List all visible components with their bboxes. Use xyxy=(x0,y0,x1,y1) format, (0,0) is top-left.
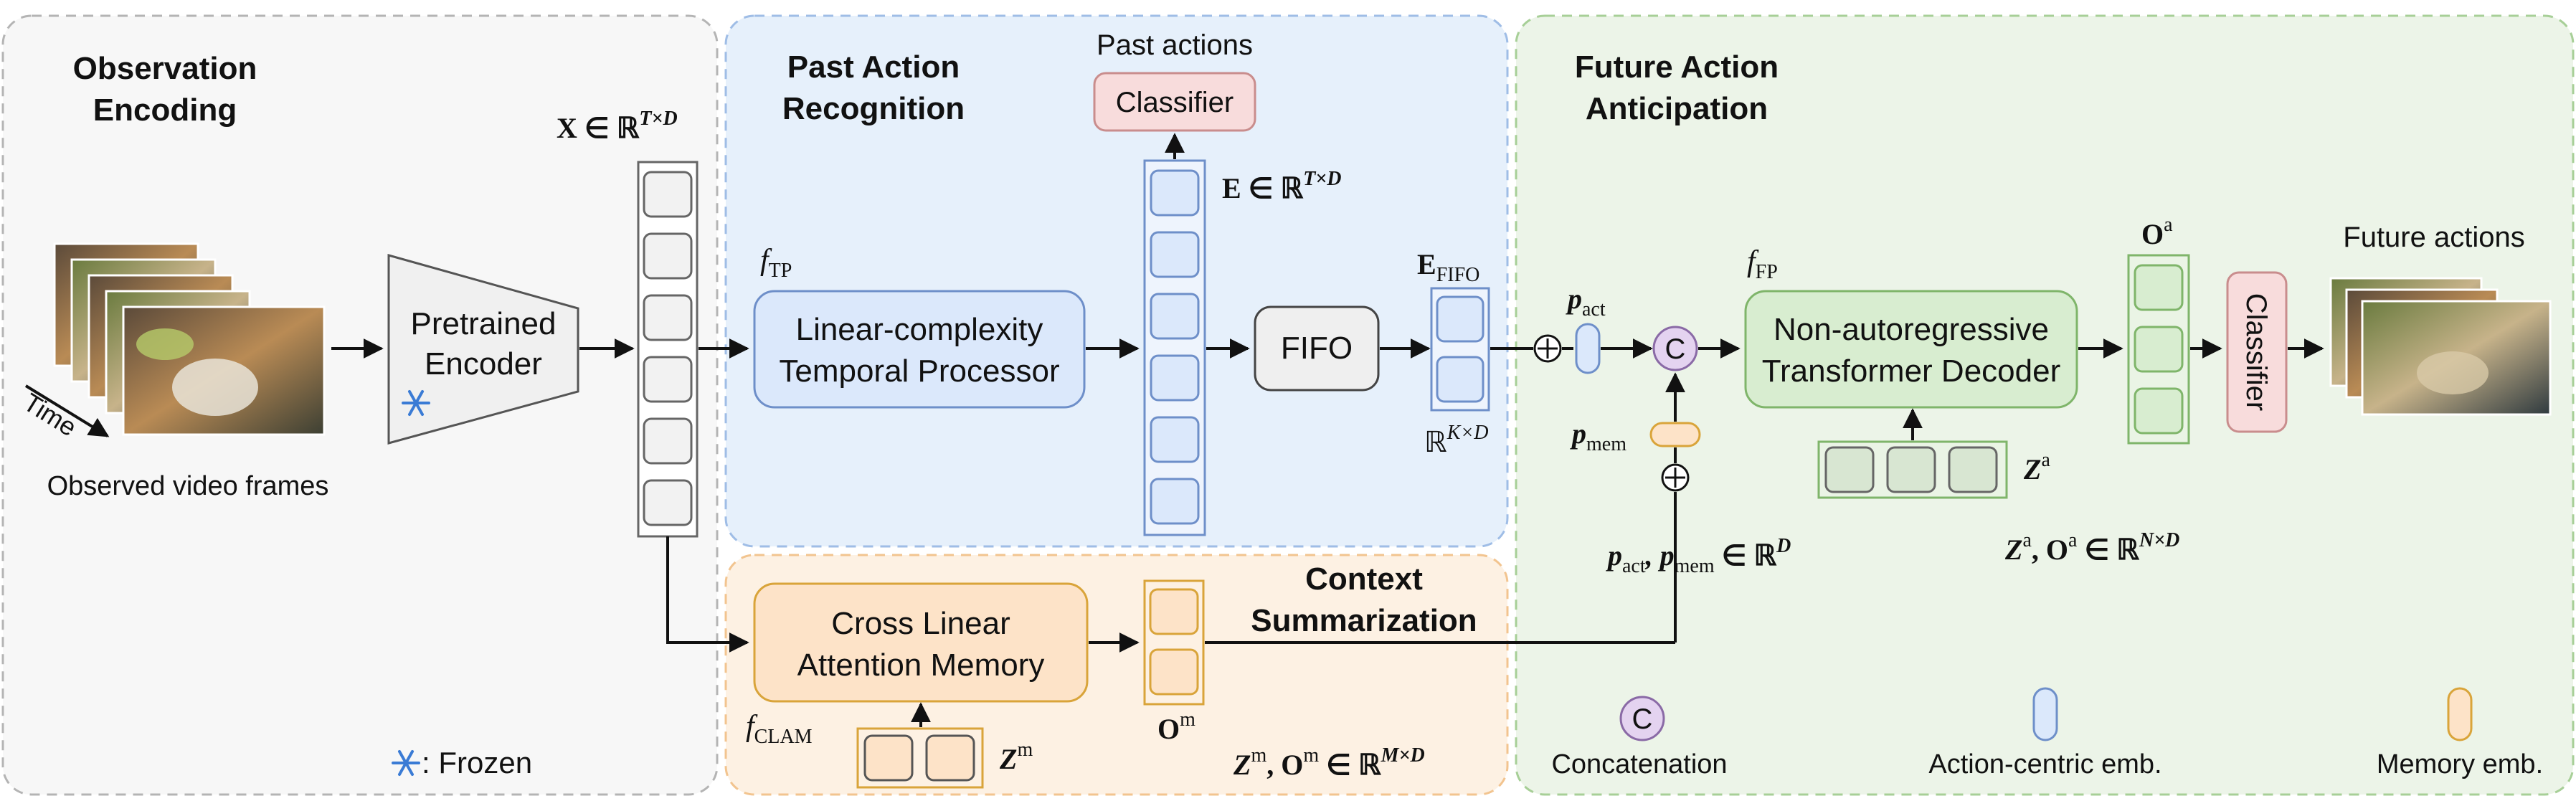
action-emb-legend-icon xyxy=(2032,687,2058,741)
concat-legend-icon xyxy=(1619,696,1665,741)
future-classifier-label: Classifier xyxy=(2240,293,2272,411)
ltp-label-1: Linear-complexity xyxy=(796,312,1043,347)
clam-box xyxy=(753,582,1089,703)
observed-frames-label: Observed video frames xyxy=(47,471,329,501)
oa-cells xyxy=(2134,264,2184,435)
snowflake-icon xyxy=(402,390,430,416)
past-title-1: Past Action xyxy=(787,49,960,85)
e-feature-column xyxy=(1143,159,1206,536)
encoder-label-2: Encoder xyxy=(425,346,542,381)
z-m-label: Zm xyxy=(999,739,1033,775)
concat-legend-label: Concatenation xyxy=(1551,749,1727,779)
video-frames-image xyxy=(53,242,326,436)
past-classifier-box xyxy=(1093,72,1256,132)
concat-legend-symbol: C xyxy=(1632,703,1653,735)
f-tp-label: fTP xyxy=(760,244,792,282)
future-frames-image xyxy=(2329,277,2552,416)
p-mem-label: pmem xyxy=(1570,417,1626,455)
context-title-1: Context xyxy=(1305,561,1423,597)
decoder-box xyxy=(1744,290,2078,409)
future-title-1: Future Action xyxy=(1575,49,1779,85)
x-dim-label: X ∈ ℝT×D xyxy=(557,108,678,144)
e-dim-label: E ∈ ℝT×D xyxy=(1222,168,1341,204)
r-kd-label: ℝK×D xyxy=(1424,422,1488,458)
frozen-legend-label: : Frozen xyxy=(422,746,532,779)
e-fifo-cells xyxy=(1436,295,1484,403)
time-arrow xyxy=(24,384,110,437)
f-clam-label: fCLAM xyxy=(746,710,813,748)
ltp-box xyxy=(753,290,1086,409)
fifo-box xyxy=(1254,305,1380,392)
za-cells xyxy=(1824,446,1998,493)
past-action-panel xyxy=(724,14,1509,548)
fifo-label: FIFO xyxy=(1281,331,1353,366)
observation-title-1: Observation xyxy=(73,51,257,86)
za-oa-dims-label: Za, Oa ∈ ℝN×D xyxy=(2004,529,2179,566)
om-cells xyxy=(1149,588,1199,696)
pretrained-encoder xyxy=(387,254,579,445)
decoder-label-2: Transformer Decoder xyxy=(1762,354,2061,389)
memory-emb-legend-label: Memory emb. xyxy=(2377,749,2543,779)
z-a-label: Za xyxy=(2023,449,2050,485)
o-a-label: Oa xyxy=(2141,214,2173,250)
concat-symbol: C xyxy=(1665,333,1686,365)
observation-title-2: Encoding xyxy=(93,93,237,128)
clam-label-1: Cross Linear xyxy=(831,606,1010,641)
p-dims-label: pact, pmem ∈ ℝD xyxy=(1606,535,1791,577)
decoder-label-1: Non-autoregressive xyxy=(1774,312,2049,347)
zm-cells xyxy=(863,734,975,782)
encoder-label-1: Pretrained xyxy=(410,306,556,341)
ltp-label-2: Temporal Processor xyxy=(779,354,1059,389)
past-actions-label: Past actions xyxy=(1097,29,1253,61)
context-title-2: Summarization xyxy=(1251,603,1477,638)
snowflake-icon xyxy=(392,750,420,776)
x-feature-cells xyxy=(643,171,693,526)
future-title-2: Anticipation xyxy=(1586,91,1768,126)
zm-om-dims-label: Zm, Om ∈ ℝM×D xyxy=(1233,744,1425,781)
e-fifo-label: EFIFO xyxy=(1417,248,1479,286)
o-m-label: Om xyxy=(1157,708,1195,745)
p-act-label: pact xyxy=(1566,283,1606,321)
p-act-token xyxy=(1575,323,1601,374)
clam-label-2: Attention Memory xyxy=(797,648,1045,683)
past-classifier-label: Classifier xyxy=(1116,87,1233,118)
e-feature-cells xyxy=(1150,169,1200,525)
arrow-x-clam xyxy=(666,536,749,653)
observation-panel xyxy=(1,14,719,796)
past-title-2: Recognition xyxy=(782,91,965,126)
memory-emb-legend-icon xyxy=(2447,687,2473,741)
concat-icon xyxy=(1652,326,1698,371)
future-actions-label: Future actions xyxy=(2343,222,2524,253)
p-mem-token xyxy=(1649,422,1701,447)
future-classifier-box xyxy=(2226,271,2288,433)
action-emb-legend-label: Action-centric emb. xyxy=(1928,749,2161,779)
